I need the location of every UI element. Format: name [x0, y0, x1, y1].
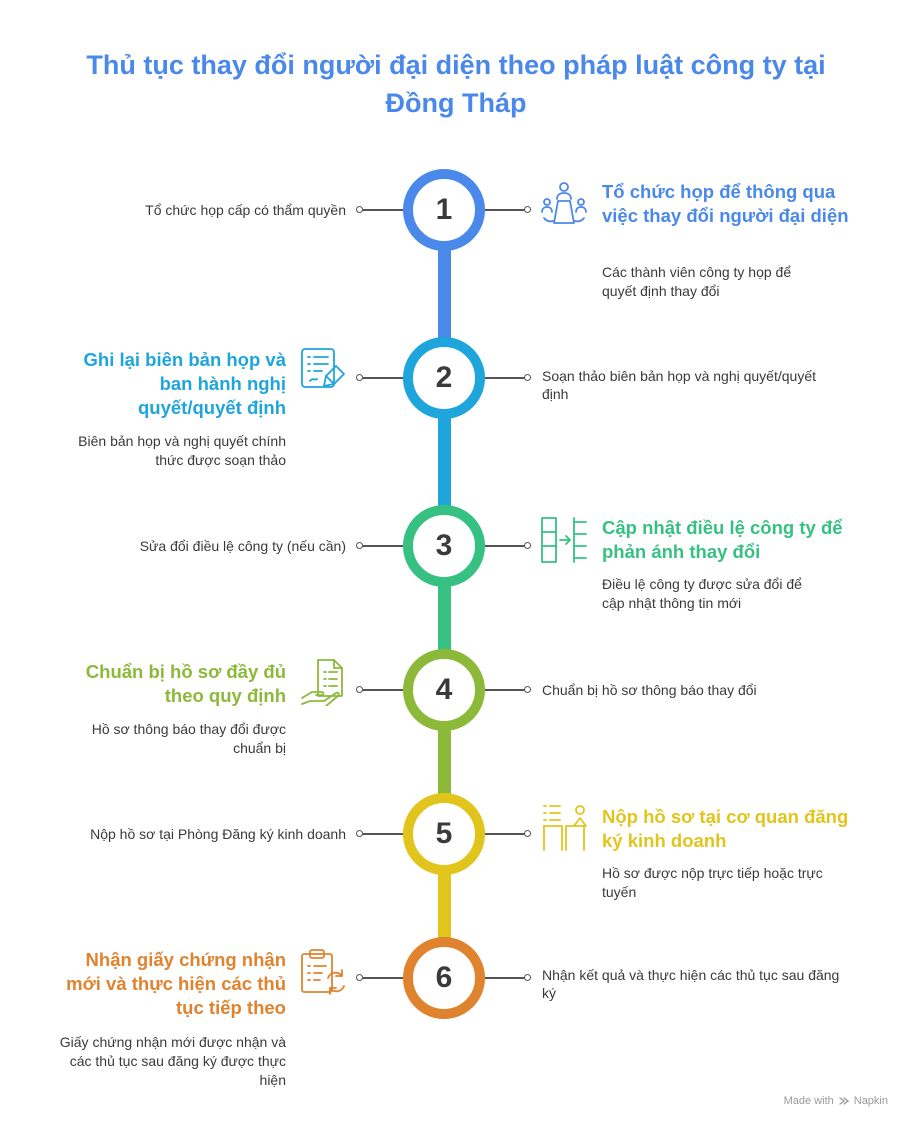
step-4-side-text: Chuẩn bị hồ sơ thông báo thay đổi [542, 682, 757, 698]
step-5-number: 5 [435, 817, 453, 850]
step-6-description: Giấy chứng nhận mới được nhận và các thủ… [59, 1034, 286, 1088]
connector-4-5 [438, 728, 451, 796]
hand-document-icon [301, 659, 343, 706]
step-2-heading: Ghi lại biên bản họp và ban hành nghị qu… [83, 349, 287, 418]
footer-made-with: Made with [783, 1095, 834, 1107]
step-1-number: 1 [435, 193, 453, 226]
step-1-description: Các thành viên công ty họp để quyết định… [602, 264, 792, 299]
step-2-description: Biên bản họp và nghị quyết chính thức đư… [78, 433, 286, 468]
step-2-circle: 2 [403, 337, 485, 419]
step-4-right-dot [524, 686, 531, 693]
step-5-circle: 5 [403, 793, 485, 875]
connector-3-4 [438, 584, 451, 652]
step-1-heading: Tổ chức họp để thông qua việc thay đổi n… [602, 181, 849, 226]
step-6-circle: 6 [403, 937, 485, 1019]
step-6-side-text: Nhận kết quả và thực hiện các thủ tục sa… [542, 967, 840, 1001]
step-6-number: 6 [435, 961, 453, 994]
step-2-side-text: Soạn thảo biên bản họp và nghị quyết/quy… [542, 368, 816, 402]
connector-1-2 [438, 248, 451, 340]
step-2-right-dot [524, 374, 531, 381]
napkin-logo-icon [839, 1097, 849, 1105]
step-3-right-line [485, 545, 525, 547]
document-sign-icon [301, 348, 345, 388]
footer-brand: Napkin [853, 1095, 888, 1107]
step-1-left-line [362, 209, 403, 211]
step-4-circle: 4 [403, 649, 485, 731]
step-5-description: Hồ sơ được nộp trực tiếp hoặc trực tuyến [602, 865, 823, 900]
step-1-right-dot [524, 206, 531, 213]
meeting-icon [541, 182, 587, 224]
step-2-right-line [485, 377, 525, 379]
step-4-left-line [362, 689, 403, 691]
step-2-left-line [362, 377, 403, 379]
step-5-right-line [485, 833, 525, 835]
step-6-right-line [485, 977, 525, 979]
step-3-right-dot [524, 542, 531, 549]
step-4-right-line [485, 689, 525, 691]
step-6-right-dot [524, 974, 531, 981]
step-4-description: Hồ sơ thông báo thay đổi được chuẩn bị [91, 721, 286, 756]
step-3-circle: 3 [403, 505, 485, 587]
step-3-number: 3 [435, 529, 453, 562]
napkin-footer: Made with Napkin [784, 1095, 888, 1107]
step-1-side-text: Tổ chức họp cấp có thẩm quyền [145, 202, 346, 218]
step-5-left-line [362, 833, 403, 835]
step-6-left-line [362, 977, 403, 979]
step-6-heading: Nhận giấy chứng nhận mới và thực hiện cá… [66, 949, 286, 1018]
step-4-heading: Chuẩn bị hồ sơ đầy đủ theo quy định [85, 661, 286, 706]
step-3-heading: Cập nhật điều lệ công ty để phản ánh tha… [602, 517, 843, 562]
page-title: Thủ tục thay đổi người đại diện theo phá… [86, 50, 826, 118]
columns-transfer-icon [541, 517, 587, 563]
step-2-number: 2 [435, 361, 453, 394]
desk-clerk-icon [543, 805, 587, 851]
step-4-number: 4 [435, 673, 453, 706]
step-3-side-text: Sửa đổi điều lệ công ty (nếu cần) [139, 538, 346, 554]
step-3-left-line [362, 545, 403, 547]
step-5-right-dot [524, 830, 531, 837]
connector-2-3 [438, 416, 451, 508]
step-3-description: Điều lệ công ty được sửa đổi để cập nhật… [602, 576, 802, 611]
step-1-circle: 1 [403, 169, 485, 251]
clipboard-refresh-icon [301, 949, 345, 995]
connector-5-6 [438, 872, 451, 940]
step-1-right-line [485, 209, 525, 211]
step-5-heading: Nộp hồ sơ tại cơ quan đăng ký kinh doanh [602, 806, 849, 851]
step-5-side-text: Nộp hồ sơ tại Phòng Đăng ký kinh doanh [90, 826, 346, 842]
